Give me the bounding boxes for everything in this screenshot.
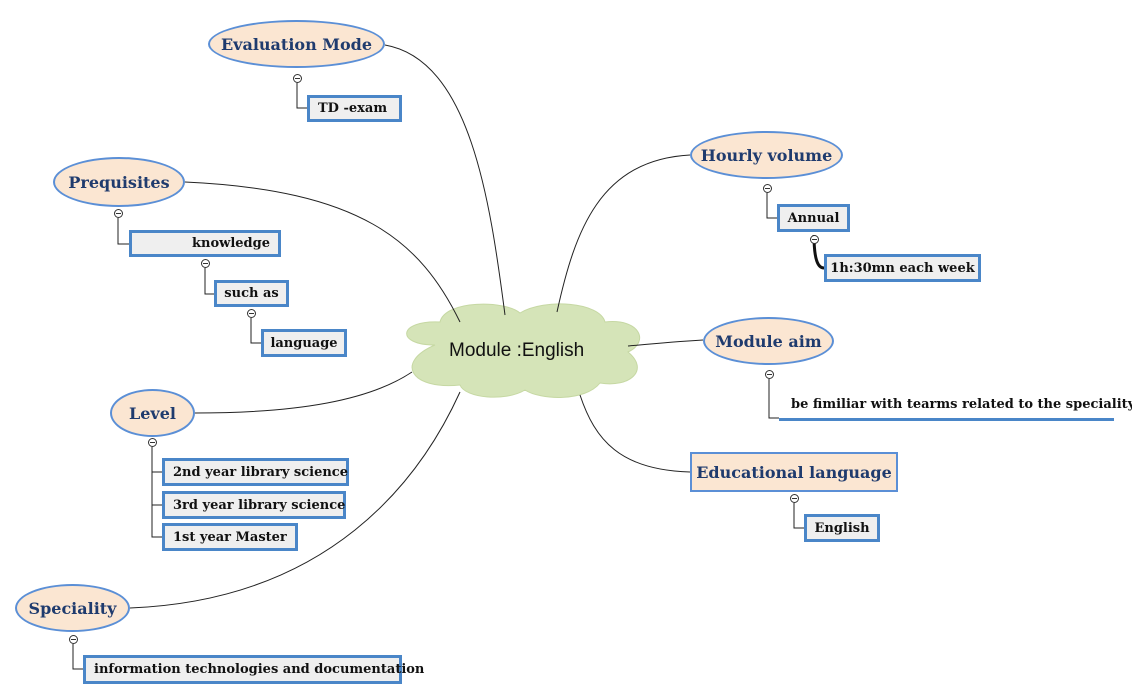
item-knowledge[interactable]: knowledge: [129, 230, 281, 257]
topic-hourly-volume-label: Hourly volume: [700, 145, 833, 165]
collapse-toggle-icon[interactable]: [763, 184, 772, 193]
link-module-aim-item: [768, 379, 779, 419]
link-evaluation-mode: [384, 44, 506, 316]
link-speciality-item: [72, 644, 83, 670]
central-topic[interactable]: Module :English: [449, 340, 585, 361]
topic-prequisites[interactable]: Prequisites: [53, 157, 185, 207]
link-such-as: [204, 268, 214, 295]
link-prequisites: [184, 181, 461, 323]
topic-hourly-volume[interactable]: Hourly volume: [690, 131, 843, 179]
collapse-toggle-icon[interactable]: [114, 209, 123, 218]
link-english: [793, 503, 804, 529]
topic-speciality[interactable]: Speciality: [15, 584, 130, 632]
link-annual: [766, 193, 777, 219]
topic-educational-language-label: Educational language: [696, 462, 892, 482]
item-annual[interactable]: Annual: [777, 204, 850, 232]
collapse-toggle-icon[interactable]: [293, 74, 302, 83]
collapse-toggle-icon[interactable]: [765, 370, 774, 379]
collapse-toggle-icon[interactable]: [69, 635, 78, 644]
topic-educational-language[interactable]: Educational language: [690, 452, 898, 492]
central-cloud-shape: [406, 303, 640, 398]
item-weekly-hours[interactable]: 1h:30mn each week: [824, 254, 981, 282]
link-speciality: [129, 391, 461, 609]
link-knowledge: [117, 218, 129, 245]
collapse-toggle-icon[interactable]: [810, 235, 819, 244]
item-speciality-info-tech[interactable]: information technologies and documentati…: [83, 655, 424, 684]
item-level-3rd-year[interactable]: 3rd year library science: [162, 491, 346, 519]
item-td-exam[interactable]: TD -exam: [307, 95, 402, 122]
item-level-1st-year-master[interactable]: 1st year Master: [162, 523, 298, 551]
item-language[interactable]: language: [261, 329, 347, 357]
topic-prequisites-label: Prequisites: [68, 172, 170, 192]
link-level-items: [151, 447, 162, 538]
collapse-toggle-icon[interactable]: [201, 259, 210, 268]
link-level: [194, 371, 413, 414]
topic-module-aim[interactable]: Module aim: [703, 317, 834, 365]
item-module-aim-text[interactable]: be fimiliar with tearms related to the s…: [779, 397, 1132, 421]
collapse-toggle-icon[interactable]: [148, 438, 157, 447]
topic-level[interactable]: Level: [110, 389, 195, 437]
collapse-toggle-icon[interactable]: [247, 309, 256, 318]
collapse-toggle-icon[interactable]: [790, 494, 799, 503]
topic-evaluation-mode-label: Evaluation Mode: [220, 34, 373, 54]
link-language: [250, 318, 261, 344]
link-hourly-volume: [556, 154, 691, 313]
topic-module-aim-label: Module aim: [715, 331, 822, 351]
link-td-exam: [296, 83, 307, 109]
item-such-as[interactable]: such as: [214, 280, 289, 307]
link-educational-language: [579, 394, 691, 473]
item-english[interactable]: English: [804, 514, 880, 542]
topic-speciality-label: Speciality: [28, 598, 117, 618]
topic-level-label: Level: [129, 403, 176, 423]
link-module-aim: [627, 339, 704, 347]
topic-evaluation-mode[interactable]: Evaluation Mode: [208, 20, 385, 68]
item-level-2nd-year[interactable]: 2nd year library science: [162, 458, 349, 486]
